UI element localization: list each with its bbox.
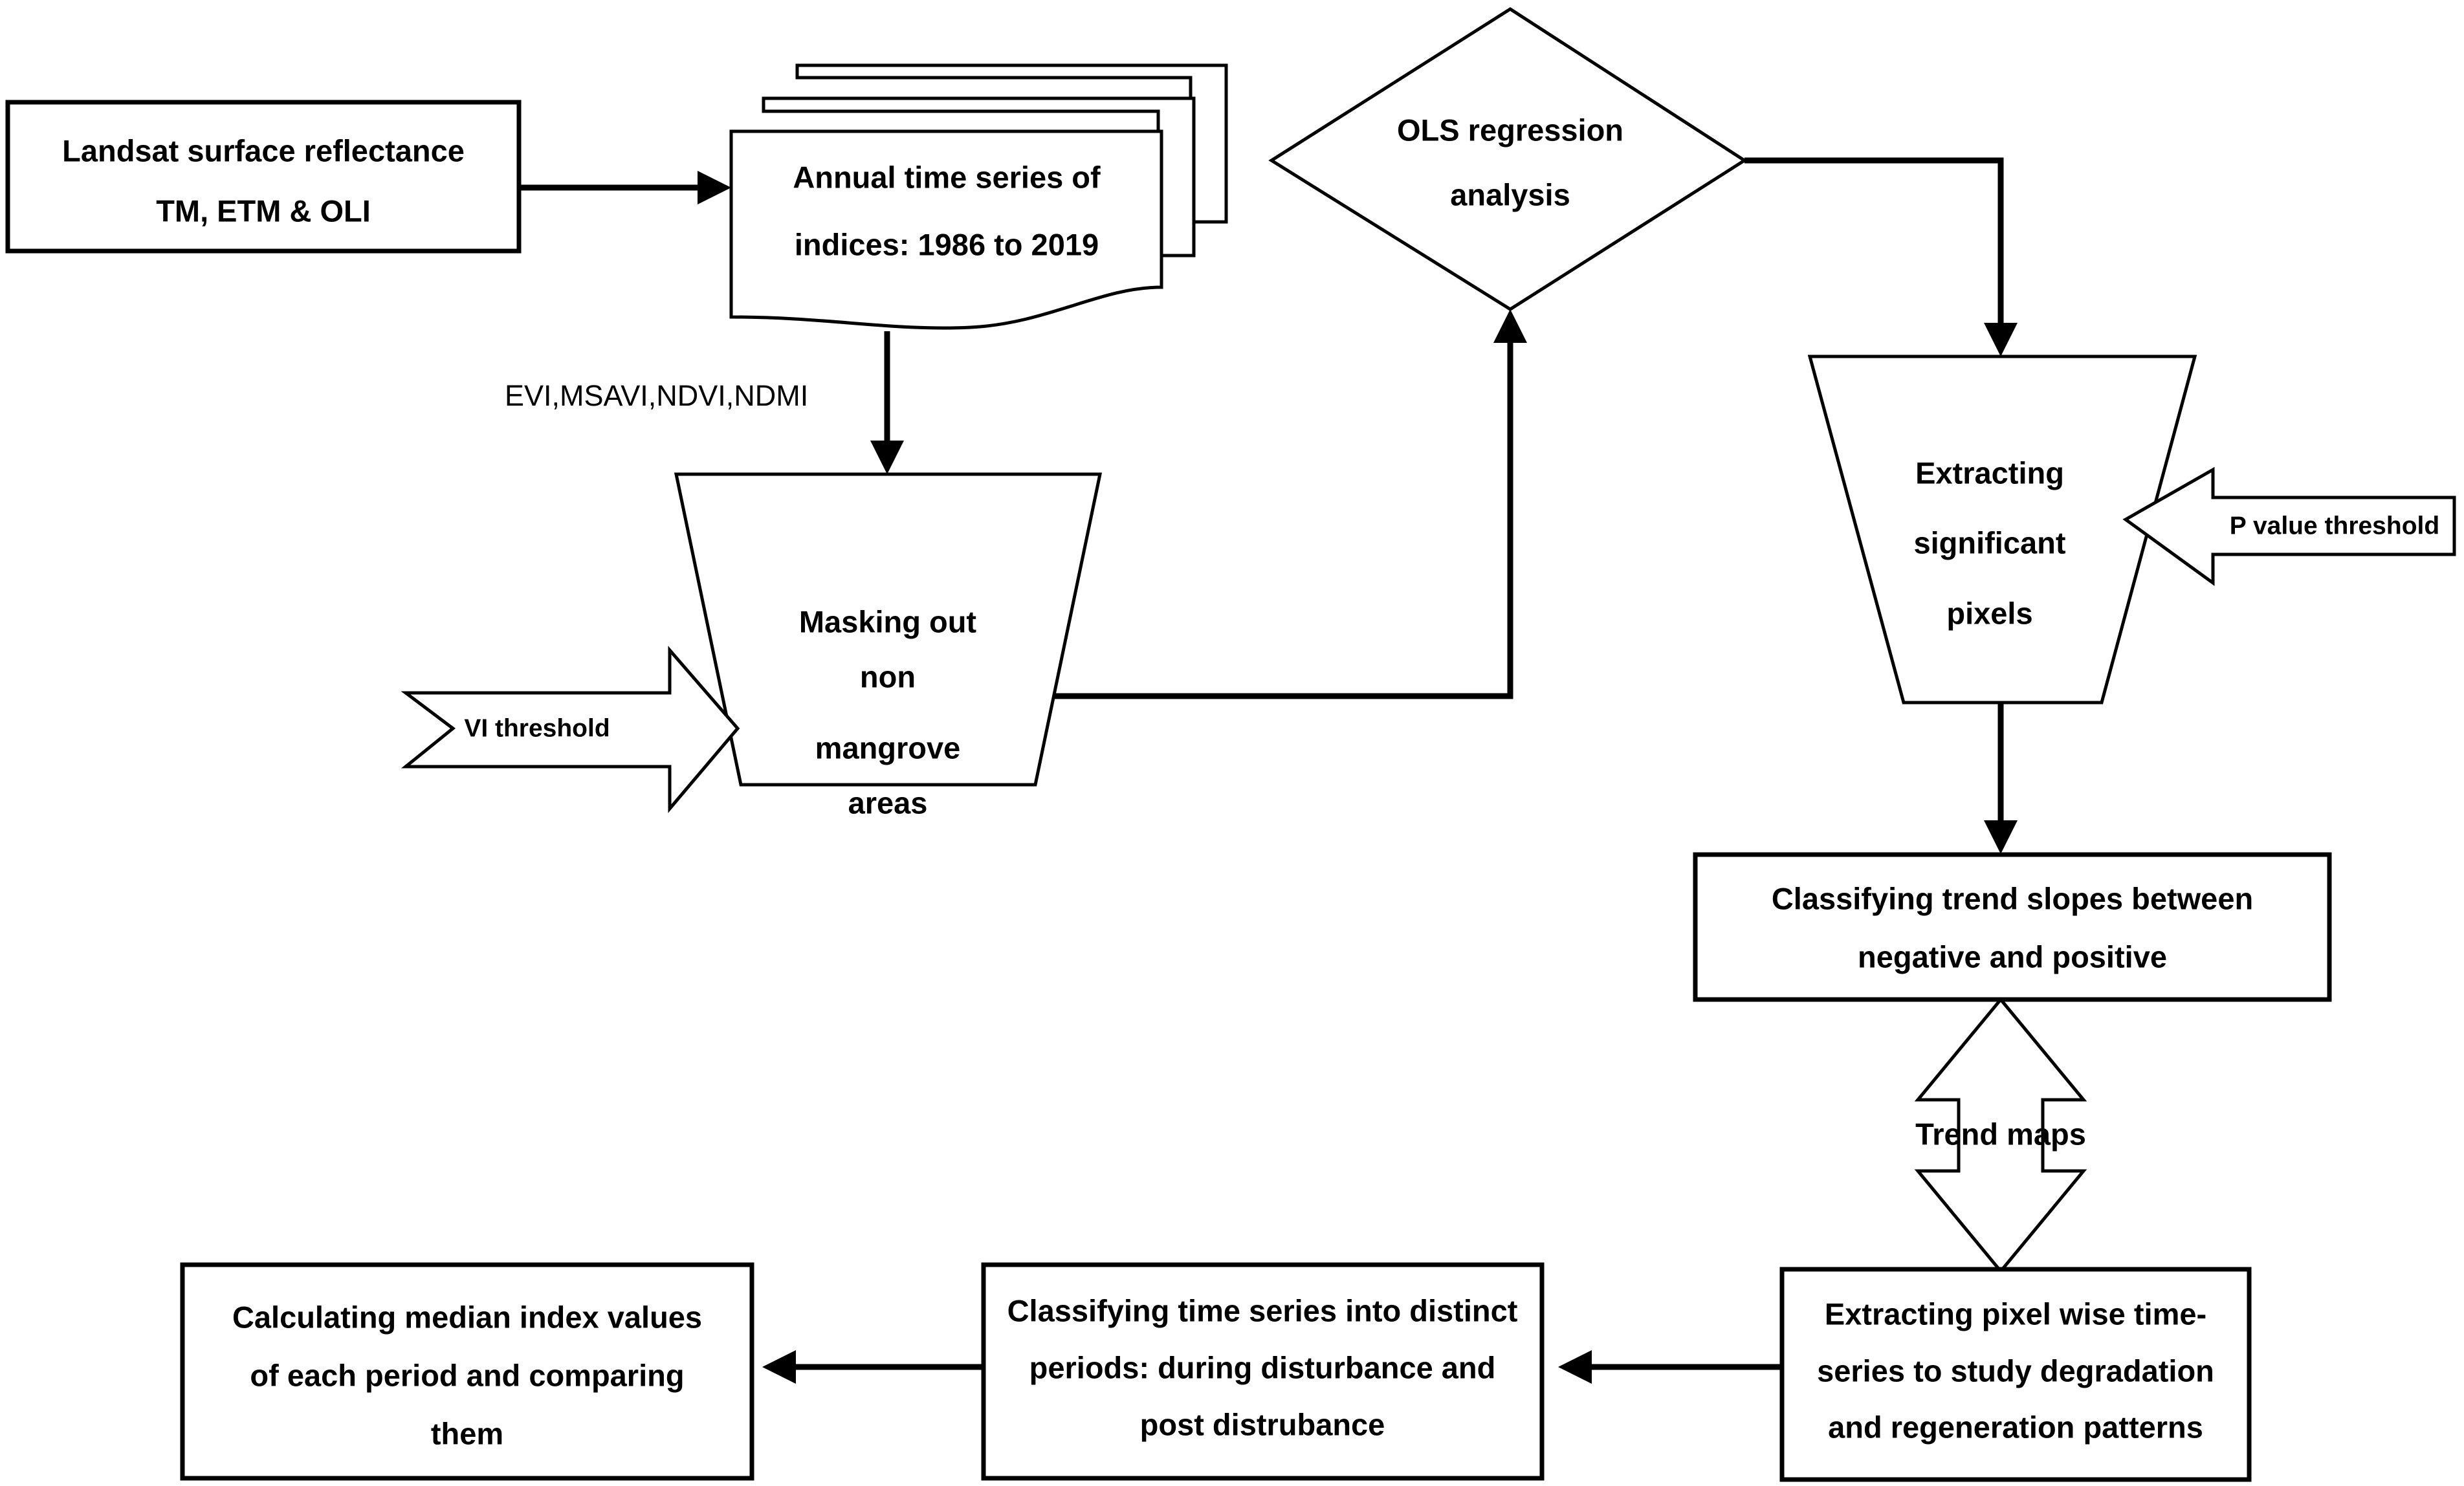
masking-line2: non: [860, 659, 916, 694]
node-annual-time-series[interactable]: Annual time series of indices: 1986 to 2…: [729, 63, 1228, 330]
node-classifying-time-series[interactable]: Classifying time series into distinct pe…: [981, 1262, 1545, 1481]
node-p-value-threshold[interactable]: P value threshold: [2122, 466, 2456, 586]
extracting-pixelwise-line1: Extracting pixel wise time-: [1825, 1296, 2206, 1331]
node-masking[interactable]: Masking out non mangrove areas: [674, 472, 1103, 820]
connector-classifying-to-calculating: [762, 1350, 982, 1384]
connector-extracting-to-classifying-slopes: [1984, 703, 2018, 854]
ols-regression-line1: OLS regression: [1397, 113, 1623, 147]
node-classifying-trend-slopes[interactable]: Classifying trend slopes between negativ…: [1693, 852, 2332, 1002]
classifying-slopes-line2: negative and positive: [1858, 939, 2167, 974]
node-calculating-median[interactable]: Calculating median index values of each …: [180, 1262, 754, 1481]
extracting-significant-line3: pixels: [1946, 596, 2032, 630]
connector-timeseries-to-masking: [870, 331, 904, 474]
extracting-pixelwise-line3: and regeneration patterns: [1828, 1410, 2203, 1444]
extracting-pixelwise-line2: series to study degradation: [1817, 1353, 2214, 1388]
calculating-median-line3: them: [431, 1416, 503, 1450]
vi-threshold-label: VI threshold: [464, 714, 610, 742]
annual-time-series-line1: Annual time series of: [793, 160, 1101, 194]
connector-ols-to-extracting: [1744, 157, 2018, 356]
annual-time-series-line2: indices: 1986 to 2019: [795, 227, 1099, 261]
extracting-significant-line1: Extracting: [1915, 455, 2064, 490]
connector-landsat-to-timeseries: [521, 171, 731, 204]
landsat-source-line1: Landsat surface reflectance: [62, 133, 465, 168]
classifying-timeseries-line1: Classifying time series into distinct: [1007, 1293, 1518, 1328]
node-extracting-pixel-wise[interactable]: Extracting pixel wise time- series to st…: [1779, 1267, 2252, 1482]
trend-maps-label: Trend maps: [1915, 1117, 2086, 1151]
connector-pixelwise-to-classifying: [1558, 1350, 1781, 1384]
node-extracting-significant-pixels[interactable]: Extracting significant pixels: [1807, 355, 2197, 705]
classifying-timeseries-line2: periods: during disturbance and: [1029, 1350, 1496, 1384]
node-landsat-source[interactable]: Landsat surface reflectance TM, ETM & OL…: [5, 100, 522, 254]
classifying-slopes-line1: Classifying trend slopes between: [1772, 881, 2253, 915]
ols-regression-line2: analysis: [1450, 177, 1570, 212]
classifying-timeseries-line3: post distrubance: [1140, 1407, 1385, 1441]
node-trend-maps[interactable]: Trend maps: [1914, 997, 2087, 1274]
masking-line3: mangrove: [815, 730, 961, 765]
landsat-source-line2: TM, ETM & OLI: [156, 193, 371, 228]
p-value-threshold-label: P value threshold: [2230, 512, 2439, 540]
connector-masking-to-ols: [912, 309, 1527, 699]
node-vi-threshold[interactable]: VI threshold: [401, 646, 740, 813]
calculating-median-line2: of each period and comparing: [250, 1358, 684, 1392]
node-ols-regression[interactable]: OLS regression analysis: [1268, 7, 1748, 311]
calculating-median-line1: Calculating median index values: [232, 1300, 702, 1334]
masking-line1: Masking out: [799, 604, 977, 639]
edge-label-indices: EVI,MSAVI,NDVI,NDMI: [505, 379, 808, 412]
extracting-significant-line2: significant: [1913, 525, 2065, 560]
masking-line4: areas: [848, 785, 928, 820]
